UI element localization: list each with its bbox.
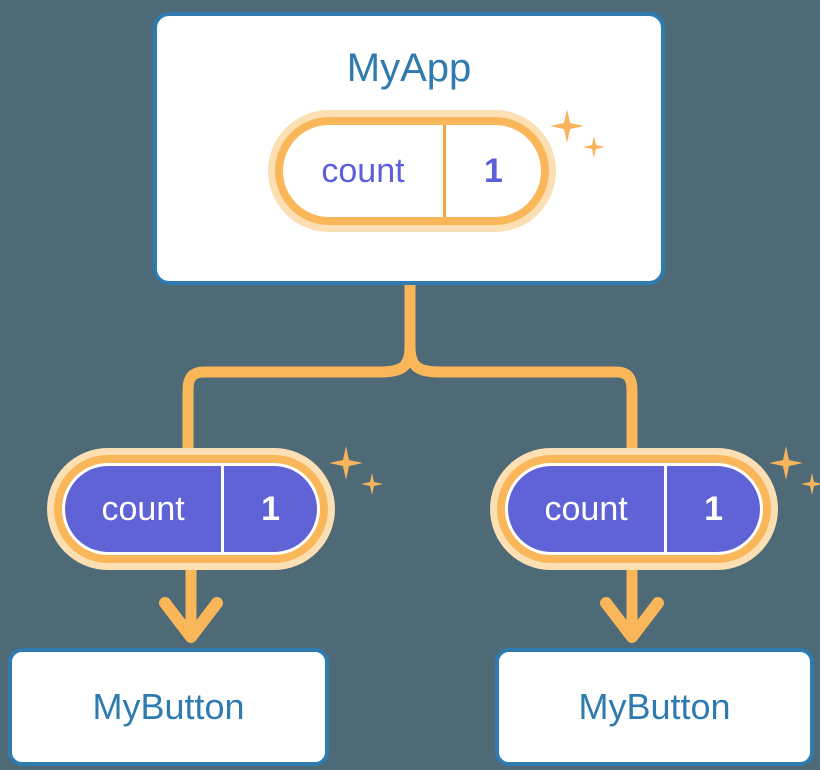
state-value-label: 1 — [704, 489, 724, 528]
sparkle-small-icon — [361, 473, 383, 495]
button-label: MyButton — [578, 686, 731, 727]
page-title: MyApp — [346, 46, 472, 90]
state-pill-branch-1[interactable]: count 1 — [490, 448, 778, 570]
arrow-head-left-icon — [159, 597, 223, 643]
pill-body: count 1 — [508, 466, 760, 552]
button-label: MyButton — [92, 686, 245, 727]
button-node-0[interactable]: MyButton — [8, 648, 329, 766]
wire-branch-right — [404, 346, 638, 450]
state-key-label: count — [321, 151, 405, 190]
pill-body: count 1 — [283, 125, 541, 217]
state-pill-branch-0[interactable]: count 1 — [47, 448, 335, 570]
button-node-1[interactable]: MyButton — [495, 648, 814, 766]
arrow-head-right-icon — [600, 597, 664, 643]
state-key-label: count — [544, 489, 628, 528]
state-value-label: 1 — [261, 489, 281, 528]
pill-divider — [664, 466, 668, 552]
state-value-label: 1 — [484, 151, 503, 190]
wire-branch-left — [182, 346, 416, 450]
pill-body: count 1 — [65, 466, 317, 552]
sparkle-small-icon — [801, 473, 820, 495]
state-pill-app[interactable]: count 1 — [268, 110, 556, 232]
pill-divider — [221, 466, 225, 552]
pill-divider — [442, 125, 446, 217]
state-key-label: count — [101, 489, 185, 528]
